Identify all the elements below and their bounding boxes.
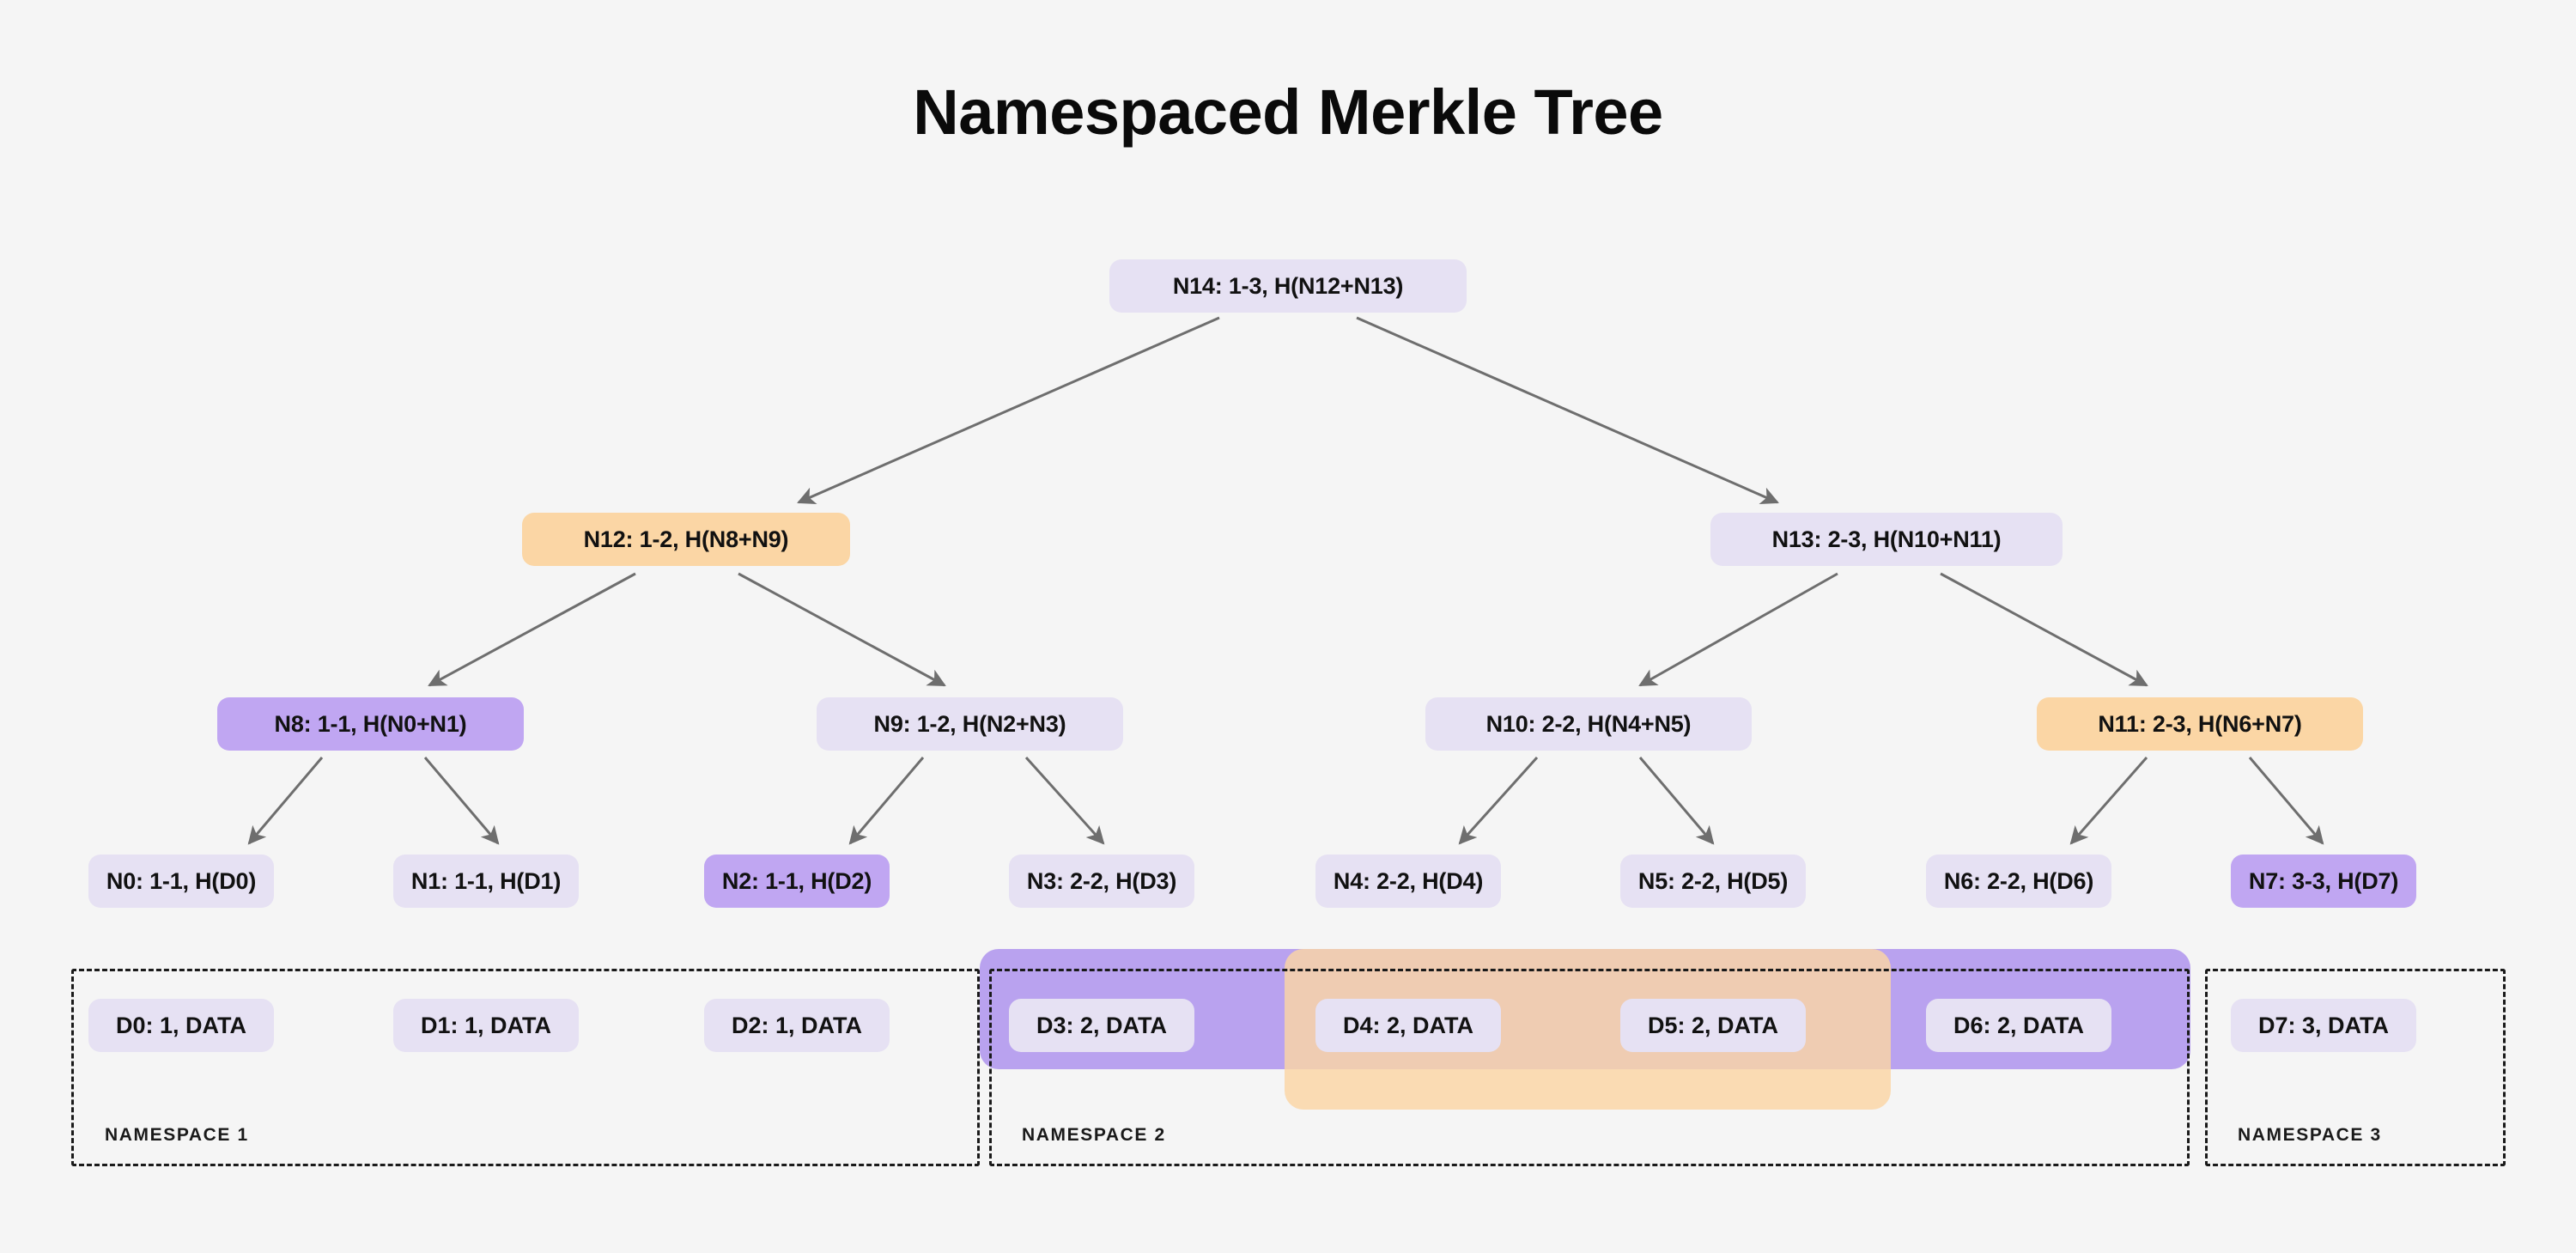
data-chip-d1[interactable]: D1: 1, DATA [393,999,579,1052]
data-chip-d2[interactable]: D2: 1, DATA [704,999,890,1052]
namespace-label-1: NAMESPACE 1 [105,1125,249,1145]
edge-n14-n13 [1356,316,1779,505]
tree-node-n10[interactable]: N10: 2-2, H(N4+N5) [1425,697,1752,751]
tree-node-n2[interactable]: N2: 1-1, H(D2) [704,855,890,908]
tree-node-n1[interactable]: N1: 1-1, H(D1) [393,855,579,908]
tree-node-n4[interactable]: N4: 2-2, H(D4) [1315,855,1501,908]
edge-n12-n9 [738,572,946,687]
namespace-box-1 [71,969,980,1166]
tree-node-n11[interactable]: N11: 2-3, H(N6+N7) [2037,697,2363,751]
namespace-box-2 [989,969,2190,1166]
tree-node-n6[interactable]: N6: 2-2, H(D6) [1926,855,2111,908]
tree-node-n9[interactable]: N9: 1-2, H(N2+N3) [817,697,1123,751]
edge-n12-n8 [428,572,636,687]
namespace-label-3: NAMESPACE 3 [2238,1125,2382,1145]
edge-n9-n3 [1024,756,1105,845]
edge-n11-n6 [2069,757,2148,845]
edge-n8-n1 [423,757,500,845]
edge-n14-n12 [797,316,1220,505]
edge-n13-n11 [1940,572,2148,687]
data-chip-d4[interactable]: D4: 2, DATA [1315,999,1501,1052]
edge-n8-n0 [247,757,324,845]
data-chip-d0[interactable]: D0: 1, DATA [88,999,274,1052]
page-title: Namespaced Merkle Tree [913,76,1663,148]
edge-n11-n7 [2248,757,2324,845]
data-chip-d3[interactable]: D3: 2, DATA [1009,999,1194,1052]
tree-node-n13[interactable]: N13: 2-3, H(N10+N11) [1710,513,2063,566]
edge-n10-n4 [1458,756,1539,845]
edge-n10-n5 [1638,757,1715,845]
edge-n13-n10 [1638,572,1838,687]
data-chip-d7[interactable]: D7: 3, DATA [2231,999,2416,1052]
tree-node-n12[interactable]: N12: 1-2, H(N8+N9) [522,513,850,566]
tree-node-n14[interactable]: N14: 1-3, H(N12+N13) [1109,259,1467,313]
tree-node-n0[interactable]: N0: 1-1, H(D0) [88,855,274,908]
data-chip-d6[interactable]: D6: 2, DATA [1926,999,2111,1052]
tree-node-n8[interactable]: N8: 1-1, H(N0+N1) [217,697,524,751]
data-chip-d5[interactable]: D5: 2, DATA [1620,999,1806,1052]
edge-n9-n2 [848,757,925,845]
namespace-label-2: NAMESPACE 2 [1022,1125,1166,1145]
tree-node-n5[interactable]: N5: 2-2, H(D5) [1620,855,1806,908]
namespace-box-3 [2205,969,2506,1166]
tree-node-n7[interactable]: N7: 3-3, H(D7) [2231,855,2416,908]
tree-node-n3[interactable]: N3: 2-2, H(D3) [1009,855,1194,908]
